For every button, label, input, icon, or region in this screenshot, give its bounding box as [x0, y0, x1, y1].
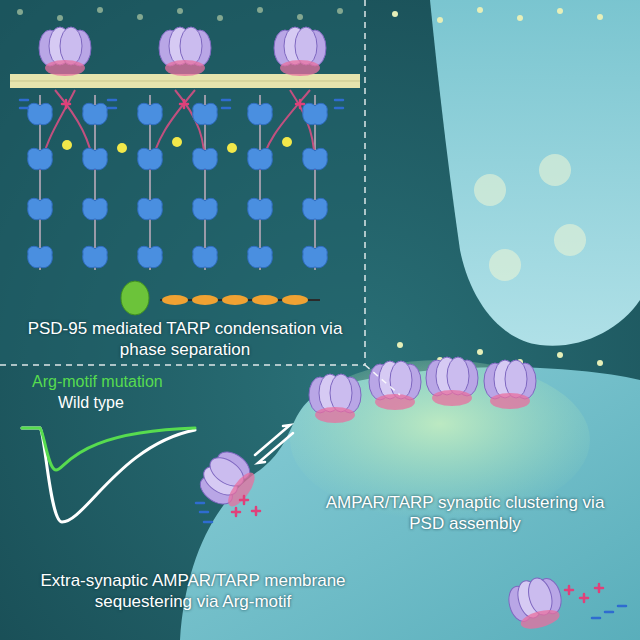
legend-text: Arg-motif mutation [32, 372, 163, 391]
legend-text: Wild type [58, 393, 124, 412]
caption-label: Extra-synaptic AMPAR/TARP membrane seque… [18, 570, 368, 612]
caption-label: PSD-95 mediated TARP condensation via ph… [20, 318, 350, 360]
caption-label: AMPAR/TARP synaptic clustering via PSD a… [320, 492, 610, 534]
